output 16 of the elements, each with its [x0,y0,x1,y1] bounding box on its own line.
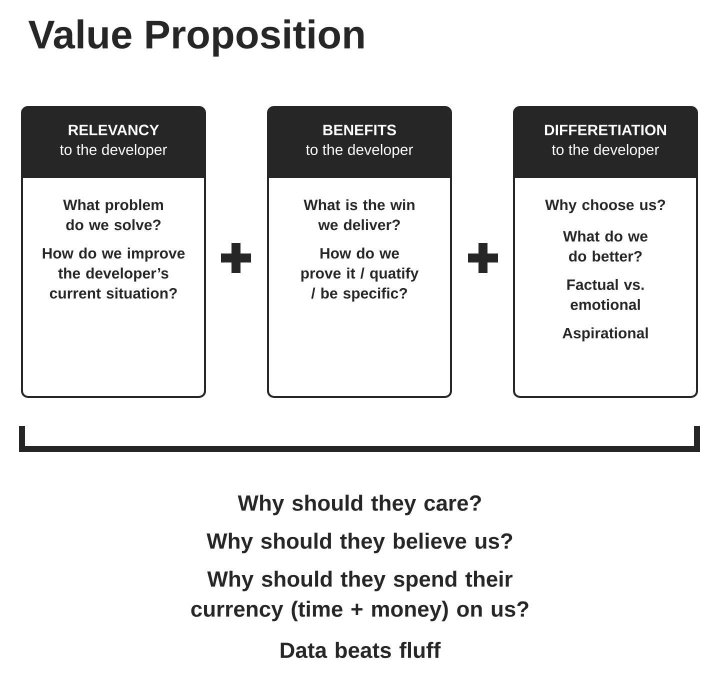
card-header: DIFFERETIATION to the developer [514,107,697,178]
card-text: Factual vs. emotional [567,278,644,310]
question-text: Why should they spend their currency (time + money) on us? [191,570,528,622]
question-text: Why should they believe us? [206,532,512,554]
card-text: Aspirational [562,327,648,342]
card-header: BENEFITS to the developer [268,107,451,178]
question-text: Why should they care? [238,494,481,516]
card-text: Why choose us? [545,199,666,214]
card-text: What do we do better? [563,230,648,262]
card-text: What is the win we deliver? [304,199,414,230]
question-text: Data beats fluff [280,642,441,658]
card-header: RELEVANCY to the developer [22,107,205,178]
card-text: How do we improve the developer’s current situation? [42,248,185,299]
title: Value Proposition [28,19,364,57]
card-text: What problem do we solve? [63,199,163,230]
card-text: How do we prove it / quatify / be specific? [301,248,419,302]
